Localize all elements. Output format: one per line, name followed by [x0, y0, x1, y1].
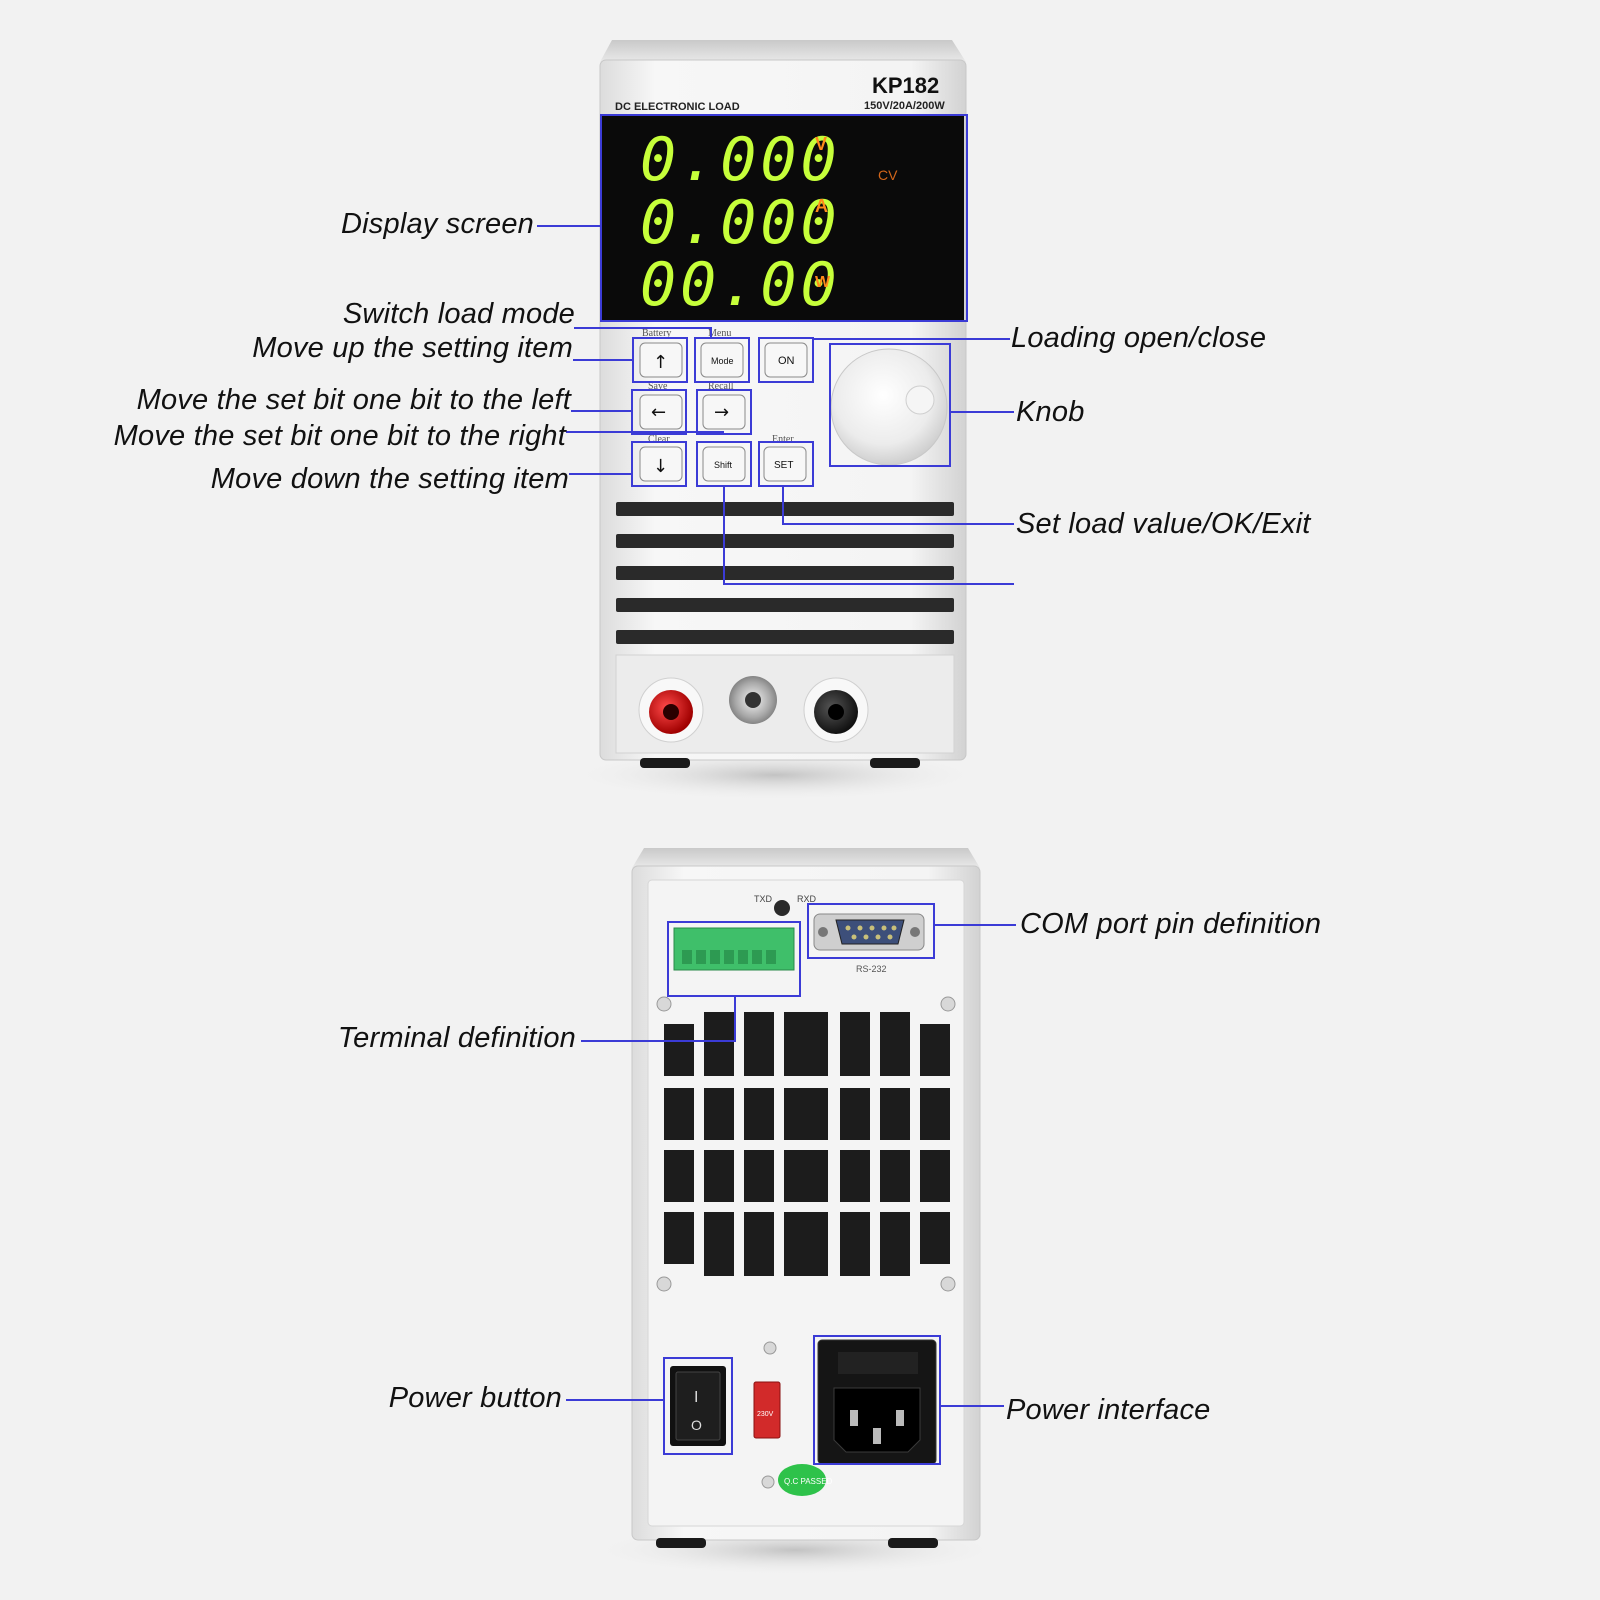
terminal-block[interactable]	[673, 927, 795, 971]
cv-indicator: CV	[878, 167, 898, 183]
callout-move-up: Move up the setting item	[252, 332, 573, 364]
voltage-readout: 0.000	[640, 125, 841, 195]
svg-text:O: O	[691, 1417, 702, 1433]
callout-move-down: Move down the setting item	[210, 463, 569, 495]
power-switch[interactable]: I O	[670, 1366, 726, 1446]
shift-key[interactable]: Shift	[702, 446, 746, 482]
svg-text:Recall: Recall	[708, 381, 734, 392]
status-led	[774, 900, 790, 916]
arrow-up-icon: ↑	[653, 352, 668, 373]
keypad: Battery Menu Save Recall Clear Enter	[642, 328, 794, 445]
arrow-left-icon: ←	[651, 402, 666, 423]
model-name: KP182	[872, 73, 939, 98]
negative-binding-post	[803, 677, 869, 743]
voltage-unit: V	[815, 134, 827, 154]
svg-text:Battery: Battery	[642, 328, 671, 339]
svg-text:Mode: Mode	[711, 356, 734, 366]
callout-power-button: Power button	[388, 1382, 562, 1414]
power-inlet[interactable]	[817, 1339, 937, 1465]
callout-move-left: Move the set bit one bit to the left	[136, 384, 571, 416]
arrow-right-icon: →	[714, 402, 729, 423]
svg-text:RXD: RXD	[797, 894, 817, 904]
callout-loading-open-close: Loading open/close	[1011, 322, 1267, 354]
current-unit: A	[815, 196, 828, 216]
power-readout: 00.00	[640, 250, 841, 320]
svg-text:Menu: Menu	[708, 328, 731, 339]
callout-leader-lines	[537, 225, 1016, 1407]
mode-key[interactable]: Mode	[700, 342, 744, 378]
model-rating: 150V/20A/200W	[864, 100, 945, 112]
svg-text:Clear: Clear	[648, 434, 670, 445]
down-key[interactable]: ↓	[639, 446, 683, 482]
product-type: DC ELECTRONIC LOAD	[615, 101, 740, 113]
right-key[interactable]: →	[702, 394, 746, 430]
rear-screws	[656, 996, 956, 1489]
svg-text:RS-232: RS-232	[856, 964, 887, 974]
callout-knob: Knob	[1016, 396, 1085, 428]
svg-text:230V: 230V	[757, 1411, 774, 1418]
svg-text:SET: SET	[774, 460, 793, 471]
callout-switch-load-mode: Switch load mode	[342, 298, 575, 330]
arrow-down-icon: ↓	[653, 456, 668, 477]
rs232-port[interactable]	[813, 913, 925, 951]
callout-terminal-definition: Terminal definition	[337, 1022, 576, 1054]
display-screen	[602, 116, 964, 320]
svg-text:ON: ON	[778, 355, 795, 367]
fan-grille	[664, 1012, 950, 1276]
bnc-connector	[729, 676, 777, 724]
svg-text:Save: Save	[648, 381, 668, 392]
positive-binding-post	[638, 677, 704, 743]
svg-text:Q.C PASSED: Q.C PASSED	[784, 1477, 833, 1486]
front-vents	[616, 502, 954, 644]
callout-power-interface: Power interface	[1006, 1394, 1211, 1426]
front-unit: KP182 150V/20A/200W DC ELECTRONIC LOAD 0…	[565, 40, 985, 801]
callout-set-load-value: Set load value/OK/Exit	[1016, 508, 1311, 540]
left-key[interactable]: ←	[639, 394, 683, 430]
set-key[interactable]: SET	[763, 446, 807, 482]
callout-display-screen: Display screen	[341, 208, 534, 240]
current-readout: 0.000	[640, 188, 841, 258]
qc-sticker: Q.C PASSED	[778, 1464, 833, 1496]
on-key[interactable]: ON	[764, 342, 808, 378]
svg-text:TXD: TXD	[754, 894, 773, 904]
svg-text:I: I	[694, 1389, 698, 1406]
svg-text:Shift: Shift	[714, 460, 733, 470]
up-key[interactable]: ↑	[639, 342, 683, 378]
power-unit: W	[815, 274, 831, 291]
voltage-selector[interactable]: 230V	[753, 1381, 781, 1439]
svg-text:Enter: Enter	[772, 434, 794, 445]
rear-unit: TXD RXD RS-232	[585, 848, 1005, 1576]
knob[interactable]	[830, 348, 948, 466]
callout-move-right: Move the set bit one bit to the right	[113, 420, 566, 452]
callout-com-port: COM port pin definition	[1020, 908, 1322, 940]
